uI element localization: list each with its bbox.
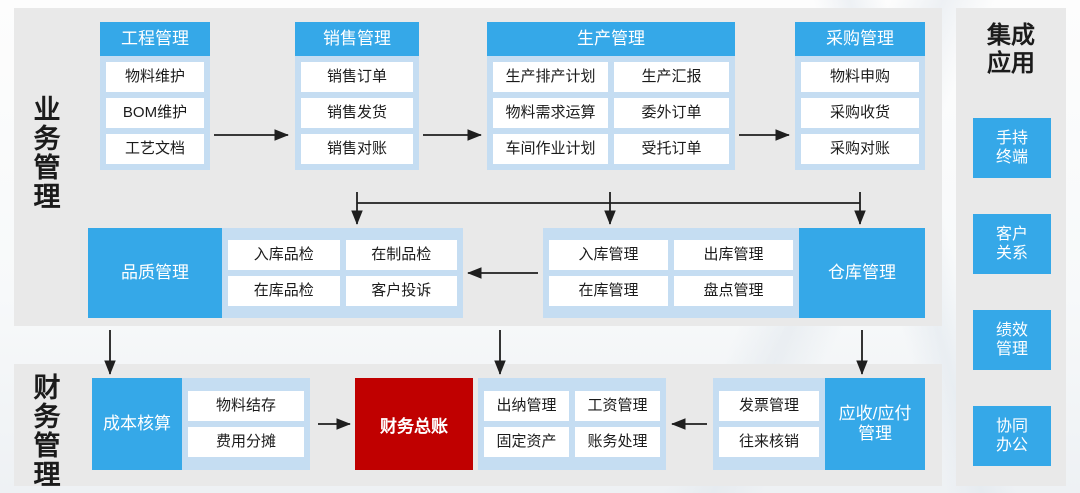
group-production-body: 生产排产计划 生产汇报 物料需求运算 委外订单 车间作业计划 受托订单 [487, 56, 735, 170]
item-line: 办公 [995, 437, 1028, 454]
group-engineering-body: 物料维护 BOM维护 工艺文档 [100, 56, 210, 170]
integration-apps-title: 集成 应用 [956, 22, 1066, 79]
module-item[interactable]: 物料结存 [188, 391, 304, 421]
group-receivable-payable[interactable]: 发票管理 往来核销 应收/应付 管理 [713, 378, 925, 470]
module-item[interactable]: 在制品检 [345, 240, 457, 270]
section-label-finance: 财 务 管 理 [24, 373, 70, 491]
integration-item-handheld-terminal[interactable]: 手持 终端 [973, 118, 1051, 178]
module-item[interactable]: 在库品检 [228, 276, 340, 306]
group-accounting[interactable]: 出纳管理 工资管理 固定资产 账务处理 [478, 378, 666, 470]
module-item[interactable]: 入库品检 [228, 240, 340, 270]
title-line: 集成 [987, 22, 1035, 49]
module-item[interactable]: 销售对账 [301, 134, 413, 164]
group-sales-title: 销售管理 [295, 22, 419, 56]
module-item[interactable]: 生产汇报 [614, 62, 729, 92]
label-char: 管 [33, 431, 61, 462]
module-item[interactable]: 往来核销 [719, 427, 819, 457]
module-item[interactable]: 固定资产 [484, 427, 569, 457]
group-warehouse[interactable]: 入库管理 出库管理 在库管理 盘点管理 仓库管理 [543, 228, 925, 318]
module-item[interactable]: 委外订单 [614, 98, 729, 128]
group-production-title: 生产管理 [487, 22, 735, 56]
group-purchase-title: 采购管理 [795, 22, 925, 56]
group-engineering[interactable]: 工程管理 物料维护 BOM维护 工艺文档 [100, 22, 210, 170]
label-char: 业 [33, 95, 61, 125]
item-line: 关系 [995, 245, 1028, 262]
module-item[interactable]: 车间作业计划 [493, 134, 608, 164]
group-warehouse-title: 仓库管理 [799, 228, 925, 318]
general-ledger-block[interactable]: 财务总账 [355, 378, 473, 470]
module-item[interactable]: 工资管理 [575, 391, 660, 421]
group-receivable-title: 应收/应付 管理 [825, 378, 925, 470]
module-item[interactable]: 销售订单 [301, 62, 413, 92]
title-line: 管理 [858, 424, 892, 443]
label-char: 财 [33, 373, 61, 403]
module-item[interactable]: 工艺文档 [106, 134, 204, 164]
group-production[interactable]: 生产管理 生产排产计划 生产汇报 物料需求运算 委外订单 车间作业计划 受托订单 [487, 22, 735, 170]
group-sales-body: 销售订单 销售发货 销售对账 [295, 56, 419, 170]
integration-item-collaborative-office[interactable]: 协同 办公 [973, 406, 1051, 466]
item-line: 终端 [995, 149, 1028, 166]
module-item[interactable]: 物料申购 [801, 62, 919, 92]
title-line: 应收/应付 [838, 404, 912, 424]
module-item[interactable]: 物料需求运算 [493, 98, 608, 128]
group-cost-body: 物料结存 费用分摊 [182, 378, 310, 470]
module-item[interactable]: 出纳管理 [484, 391, 569, 421]
group-purchase[interactable]: 采购管理 物料申购 采购收货 采购对账 [795, 22, 925, 170]
item-line: 绩效 [995, 321, 1028, 339]
item-line: 管理 [995, 341, 1028, 358]
module-item[interactable]: 入库管理 [549, 240, 668, 270]
label-char: 理 [33, 182, 61, 213]
group-sales[interactable]: 销售管理 销售订单 销售发货 销售对账 [295, 22, 419, 170]
group-accounting-body: 出纳管理 工资管理 固定资产 账务处理 [478, 378, 666, 470]
group-quality-title: 品质管理 [88, 228, 222, 318]
group-receivable-body: 发票管理 往来核销 [713, 378, 825, 470]
group-engineering-title: 工程管理 [100, 22, 210, 56]
label-char: 管 [33, 153, 61, 184]
module-item[interactable]: 出库管理 [674, 240, 793, 270]
module-item[interactable]: 账务处理 [575, 427, 660, 457]
item-line: 手持 [995, 129, 1028, 147]
label-char: 务 [33, 124, 61, 155]
integration-item-customer-relationship[interactable]: 客户 关系 [973, 214, 1051, 274]
section-label-business: 业 务 管 理 [24, 95, 70, 213]
integration-item-performance-management[interactable]: 绩效 管理 [973, 310, 1051, 370]
item-line: 客户 [995, 225, 1028, 243]
module-item[interactable]: 受托订单 [614, 134, 729, 164]
group-cost[interactable]: 成本核算 物料结存 费用分摊 [92, 378, 310, 470]
module-item[interactable]: 采购收货 [801, 98, 919, 128]
module-item[interactable]: 销售发货 [301, 98, 413, 128]
title-line: 应用 [987, 50, 1035, 78]
group-cost-title: 成本核算 [92, 378, 182, 470]
label-char: 务 [33, 402, 61, 433]
module-item[interactable]: 采购对账 [801, 134, 919, 164]
module-item[interactable]: 发票管理 [719, 391, 819, 421]
module-item[interactable]: 物料维护 [106, 62, 204, 92]
module-item[interactable]: 盘点管理 [674, 276, 793, 306]
group-warehouse-body: 入库管理 出库管理 在库管理 盘点管理 [543, 228, 799, 318]
module-item[interactable]: 客户投诉 [345, 276, 457, 306]
group-quality[interactable]: 品质管理 入库品检 在制品检 在库品检 客户投诉 [88, 228, 463, 318]
module-item[interactable]: 费用分摊 [188, 427, 304, 457]
group-quality-body: 入库品检 在制品检 在库品检 客户投诉 [222, 228, 463, 318]
item-line: 协同 [995, 417, 1028, 435]
module-item[interactable]: BOM维护 [106, 98, 204, 128]
label-char: 理 [33, 460, 61, 491]
module-item[interactable]: 在库管理 [549, 276, 668, 306]
group-purchase-body: 物料申购 采购收货 采购对账 [795, 56, 925, 170]
module-item[interactable]: 生产排产计划 [493, 62, 608, 92]
